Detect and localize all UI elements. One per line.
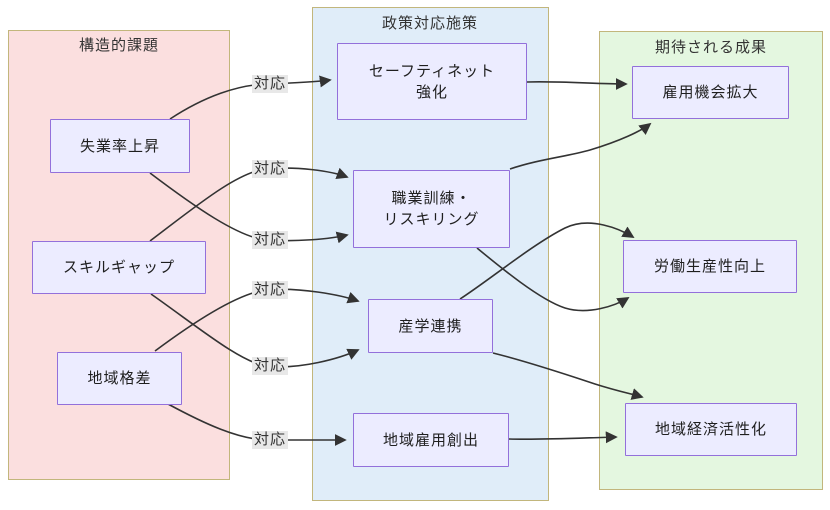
edge-jobcreation-to-economy [508,431,618,444]
node-training-reskilling: 職業訓練・ リスキリング [353,170,510,248]
node-label: 産学連携 [398,317,463,335]
node-label: 地域格差 [87,370,152,387]
node-label: 労働生産性向上 [653,258,766,275]
edge-label-taiou-5: 対応 [251,357,289,375]
edge-unemployment-to-safetynet [169,75,332,120]
edge-sangaku-to-productivity [459,222,635,300]
node-employment-expansion: 雇用機会拡大 [632,66,789,119]
edge-unemployment-to-training [149,172,349,244]
node-regional-job-creation: 地域雇用創出 [353,413,509,467]
edge-label-taiou-1: 対応 [251,75,289,93]
node-label: 地域経済活性化 [654,421,767,438]
node-label: 雇用機会拡大 [662,84,759,101]
edge-label-taiou-2: 対応 [251,160,289,178]
node-safety-net: セーフティネット 強化 [337,43,527,120]
node-regional-disparity: 地域格差 [57,352,182,405]
edge-label-taiou-6: 対応 [251,431,289,449]
node-regional-economy: 地域経済活性化 [625,403,797,456]
edge-safetynet-to-employment [526,77,628,90]
cluster-title-policy-measures: 政策対応施策 [381,15,479,32]
node-label-line1: セーフティネット [368,62,496,80]
node-industry-academia: 産学連携 [368,299,493,353]
cluster-title-expected-outcomes: 期待される成果 [654,39,768,56]
node-label: 地域雇用創出 [382,431,479,449]
edge-sangaku-to-economy [492,352,644,400]
node-label-line2: 強化 [415,83,448,101]
node-labor-productivity: 労働生産性向上 [623,240,797,293]
edge-skillgap-to-training [149,167,349,242]
edge-label-taiou-4: 対応 [251,281,289,299]
node-label-line1: 職業訓練・ [391,190,472,207]
node-label: 失業率上昇 [79,137,160,155]
node-label-line2: リスキリング [383,211,480,228]
cluster-title-structural-issues: 構造的課題 [78,37,160,54]
node-label: スキルギャップ [62,259,175,276]
node-skill-gap: スキルギャップ [32,241,206,294]
edge-label-taiou-3: 対応 [251,231,289,249]
node-unemployment-rise: 失業率上昇 [50,119,190,173]
edge-skillgap-to-sangaku [150,293,360,368]
edge-training-to-employment [509,122,652,170]
edge-training-to-productivity [476,247,630,312]
